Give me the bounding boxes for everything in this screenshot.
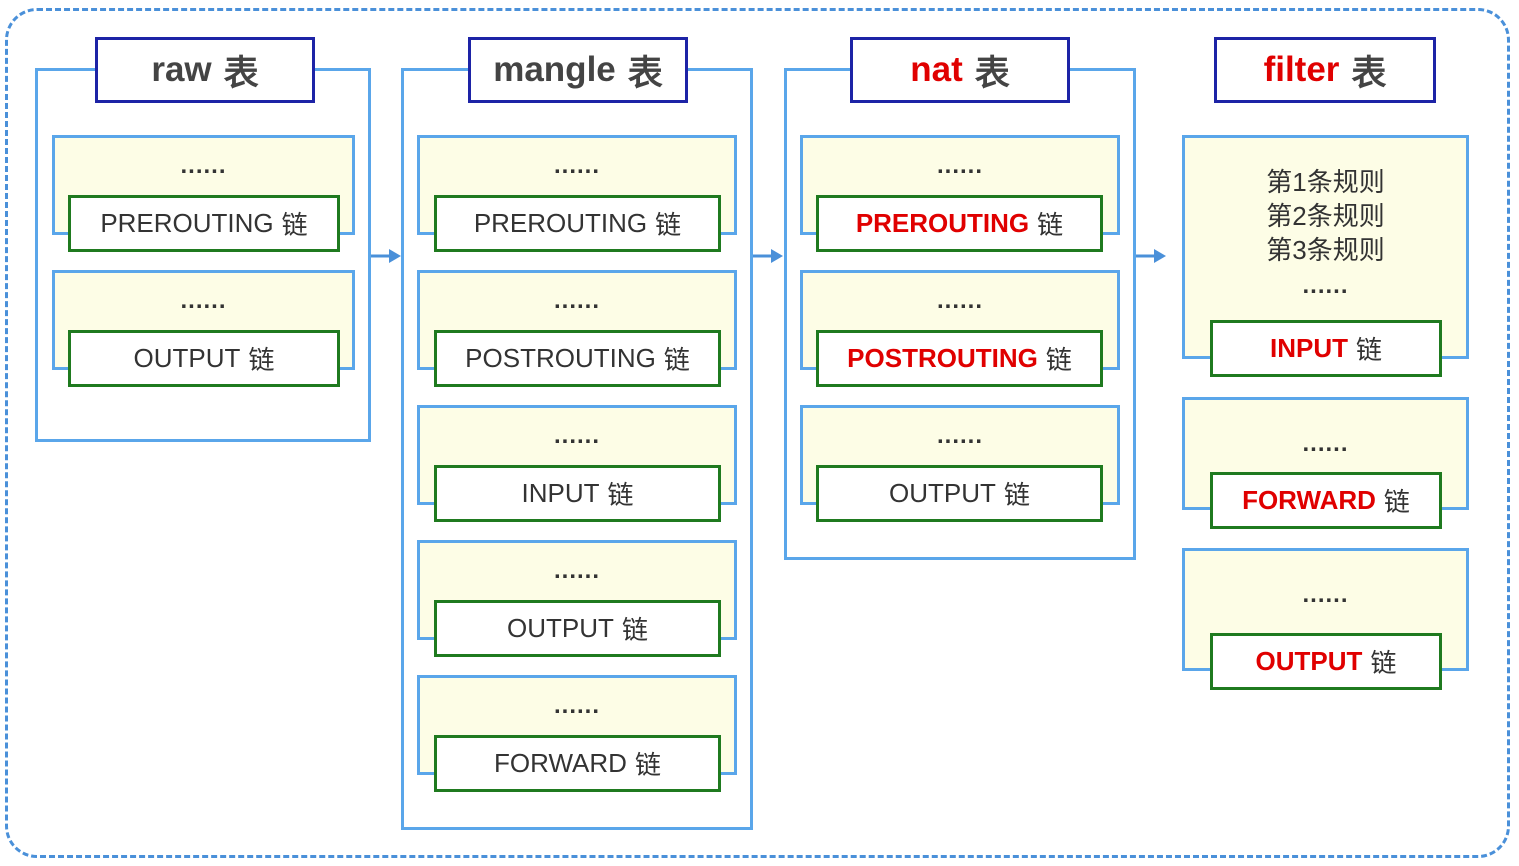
chain-name: FORWARD <box>1242 485 1376 515</box>
mangle-to-nat-arrow <box>753 249 783 263</box>
chain-name: POSTROUTING <box>465 343 656 373</box>
rules-ellipsis: ...... <box>936 422 983 449</box>
rule-list: 第1条规则 第2条规则 第3条规则 <box>1185 165 1466 267</box>
chain-suffix: 链 <box>663 345 690 375</box>
chain-name: OUTPUT <box>889 478 996 508</box>
rules-ellipsis: ...... <box>1302 581 1349 608</box>
table-name: mangle <box>493 50 616 89</box>
rules-ellipsis: ...... <box>553 422 600 449</box>
chain-suffix: 链 <box>1037 210 1064 240</box>
chain-name: FORWARD <box>494 748 627 778</box>
table-suffix: 表 <box>974 53 1010 93</box>
nat-to-filter-arrow <box>1136 249 1166 263</box>
raw-to-mangle-arrow <box>371 249 401 263</box>
table-suffix: 表 <box>1351 53 1387 93</box>
chain-name: PREROUTING <box>473 208 648 238</box>
chain-suffix: 链 <box>281 210 308 240</box>
filter-table-title: filter 表 <box>1214 37 1436 103</box>
chain-name: PREROUTING <box>100 208 274 238</box>
chain-suffix: 链 <box>1003 480 1030 510</box>
raw-table-title: raw 表 <box>95 37 315 103</box>
rule-item: 第2条规则 <box>1266 201 1385 231</box>
chain-suffix: 链 <box>634 750 661 780</box>
rules-ellipsis: ...... <box>180 287 227 314</box>
rules-ellipsis: ...... <box>553 152 600 179</box>
chain-suffix: 链 <box>1045 345 1072 375</box>
rules-ellipsis: ...... <box>936 152 983 179</box>
rules-ellipsis: ...... <box>180 152 227 179</box>
chain-name: OUTPUT <box>507 613 614 643</box>
table-suffix: 表 <box>627 53 663 93</box>
table-suffix: 表 <box>223 53 259 93</box>
chain-name: OUTPUT <box>133 343 241 373</box>
chain-name: INPUT <box>521 478 600 508</box>
chain-name: PREROUTING <box>855 208 1030 238</box>
rules-ellipsis: ...... <box>936 287 983 314</box>
rules-ellipsis: ...... <box>1302 430 1349 457</box>
rules-ellipsis: ...... <box>553 692 600 719</box>
chain-name: OUTPUT <box>1255 646 1363 676</box>
chain-suffix: 链 <box>621 615 648 645</box>
rules-ellipsis: ...... <box>553 287 600 314</box>
rules-ellipsis: ...... <box>1302 272 1349 299</box>
mangle-table-title: mangle 表 <box>468 37 688 103</box>
chain-suffix: 链 <box>248 345 275 375</box>
chain-suffix: 链 <box>1370 648 1397 678</box>
diagram-frame <box>5 8 1510 858</box>
chain-suffix: 链 <box>655 210 682 240</box>
nat-table-title: nat 表 <box>850 37 1070 103</box>
chain-suffix: 链 <box>1383 487 1410 517</box>
table-name: raw <box>151 50 212 89</box>
chain-name: POSTROUTING <box>847 343 1038 373</box>
rule-item: 第1条规则 <box>1266 167 1385 197</box>
chain-name: INPUT <box>1269 333 1348 363</box>
table-name: filter <box>1263 50 1340 89</box>
rules-ellipsis: ...... <box>553 557 600 584</box>
chain-suffix: 链 <box>607 480 634 510</box>
chain-suffix: 链 <box>1355 335 1382 365</box>
rule-item: 第3条规则 <box>1266 235 1385 265</box>
table-name: nat <box>910 50 963 89</box>
